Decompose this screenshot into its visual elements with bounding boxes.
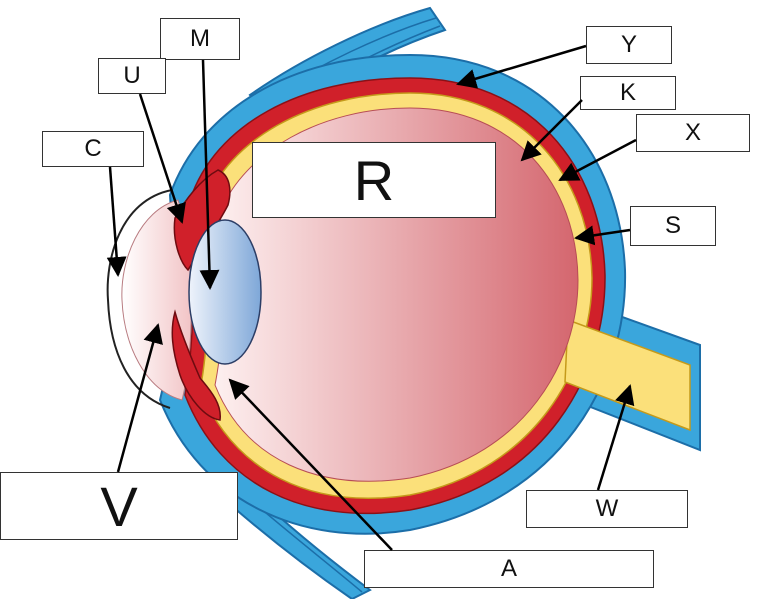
leader-x [558,138,637,182]
iris-upper [173,169,231,272]
leader-k [520,99,583,162]
label-y: Y [586,26,672,64]
label-x: X [636,114,750,152]
label-k: K [580,76,676,110]
label-c: C [42,131,144,167]
label-u: U [98,58,166,94]
label-s: S [630,206,716,246]
label-w: W [526,490,688,528]
leader-y [456,44,587,89]
label-v: V [0,472,238,540]
label-a: A [364,550,654,588]
leader-m [199,59,220,290]
cornea [106,189,173,409]
leader-c [106,166,127,277]
label-r: R [252,142,496,218]
label-m: M [160,18,240,60]
optic-nerve [564,318,691,432]
leader-s [574,225,631,246]
leader-w [596,384,635,491]
iris-lower [171,309,221,421]
leader-v [116,323,163,473]
lens [188,219,262,365]
leader-a [228,378,393,551]
leader-u [138,93,186,224]
